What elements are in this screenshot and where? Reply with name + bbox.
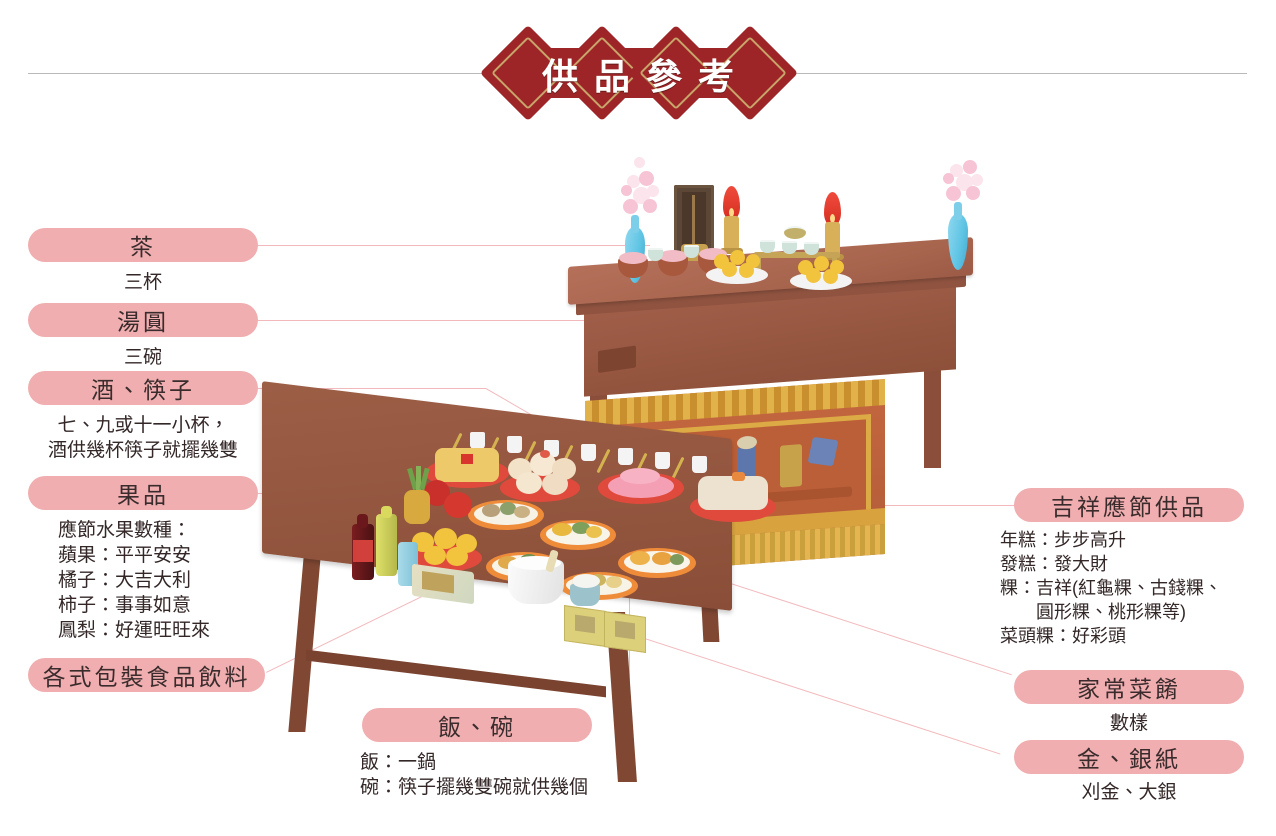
- connector-paper: [619, 630, 1001, 755]
- altar-leg-right: [924, 350, 941, 468]
- table-leg-front-left: [288, 556, 321, 732]
- label-packaged-food[interactable]: 各式包裝食品飲料: [28, 658, 265, 692]
- label-tangyuan[interactable]: 湯圓: [28, 303, 258, 337]
- title-rule-left: [28, 73, 488, 74]
- label-gold-silver-paper-text: 金、銀紙: [1077, 746, 1181, 772]
- caption-auspicious-offerings: 年糕：步步高升 發糕：發大財 粿：吉祥(紅龜粿、古錢粿、 圓形粿、桃形粿等) 菜…: [1000, 530, 1222, 646]
- connector-auspicious: [880, 505, 1015, 507]
- label-rice-bowls[interactable]: 飯、碗: [362, 708, 592, 742]
- label-tea[interactable]: 茶: [28, 228, 258, 262]
- gold-paper-box-2: [604, 611, 646, 653]
- connector-tangyuan-h: [258, 320, 690, 322]
- label-rice-bowls-text: 飯、碗: [438, 714, 516, 740]
- caption-rice-bowls: 飯：一鍋 碗：筷子擺幾雙碗就供幾個: [360, 752, 589, 798]
- label-packaged-food-text: 各式包裝食品飲料: [42, 664, 251, 690]
- caption-fruit: 應節水果數種： 蘋果：平平安安 橘子：大吉大利 柿子：事事如意 鳳梨：好運旺旺來: [58, 520, 211, 641]
- title-char-1: 供: [541, 56, 580, 98]
- label-tangyuan-text: 湯圓: [117, 309, 169, 335]
- connector-tea: [258, 245, 650, 247]
- caption-tangyuan: 三碗: [123, 347, 162, 368]
- label-fruit-text: 果品: [117, 482, 169, 508]
- title-banner: 供 品 參 考: [479, 24, 799, 122]
- label-tea-text: 茶: [130, 234, 156, 260]
- label-wine-chopsticks[interactable]: 酒、筷子: [28, 371, 258, 405]
- title-char-4: 考: [698, 56, 737, 98]
- title-char-2: 品: [593, 56, 632, 98]
- title-char-3: 參: [646, 56, 685, 98]
- title-rule-right: [790, 73, 1247, 74]
- gold-paper-box-1: [564, 605, 606, 647]
- label-home-dishes[interactable]: 家常菜餚: [1014, 670, 1244, 704]
- label-fruit[interactable]: 果品: [28, 476, 258, 510]
- label-auspicious-offerings-text: 吉祥應節供品: [1051, 494, 1207, 520]
- caption-tea: 三杯: [123, 272, 162, 293]
- caption-home-dishes: 數樣: [1109, 713, 1148, 734]
- caption-gold-silver-paper: 刈金、大銀: [1081, 782, 1177, 803]
- page-title: 供 品 參 考: [488, 50, 790, 98]
- connector-wine-h: [258, 388, 486, 390]
- altar-notch: [598, 345, 636, 374]
- table-brace: [306, 649, 606, 698]
- label-home-dishes-text: 家常菜餚: [1077, 676, 1181, 702]
- label-gold-silver-paper[interactable]: 金、銀紙: [1014, 740, 1244, 774]
- caption-wine-chopsticks: 七、九或十一小杯， 酒供幾杯筷子就擺幾雙: [47, 415, 238, 461]
- label-wine-chopsticks-text: 酒、筷子: [91, 377, 195, 403]
- label-auspicious-offerings[interactable]: 吉祥應節供品: [1014, 488, 1244, 522]
